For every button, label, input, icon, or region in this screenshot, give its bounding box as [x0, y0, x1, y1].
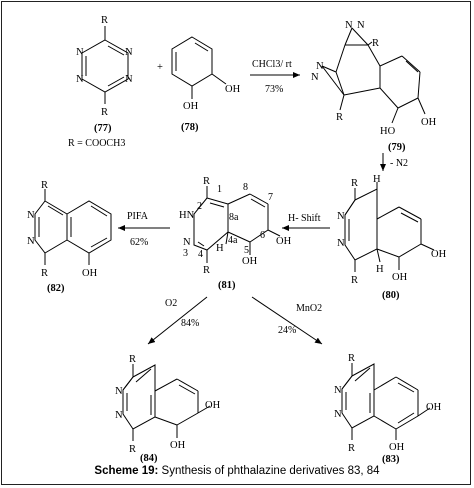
r-substituent: R — [41, 180, 48, 191]
compound-label: (83) — [382, 454, 400, 465]
amine-group: HN — [179, 210, 195, 221]
nitrogen-atom: N — [27, 236, 35, 247]
compound-label: (79) — [388, 142, 406, 153]
caption-text: Synthesis of phthalazine derivatives 83,… — [158, 465, 380, 477]
nitrogen-atom: N — [316, 61, 324, 72]
nitrogen-atom: N — [334, 385, 342, 396]
atom-locant: 4 — [198, 249, 203, 260]
r-substituent: R — [348, 443, 355, 454]
reagent-label: O2 — [165, 298, 177, 309]
compound-label: (81) — [218, 280, 236, 291]
yield-label: 62% — [130, 237, 148, 248]
reagent-label: MnO2 — [296, 303, 322, 314]
nitrogen-atom: N — [76, 74, 84, 85]
atom-locant: 7 — [268, 192, 273, 203]
compound-83: R N N R OH OH (83) — [334, 353, 442, 465]
r-substituent: R — [129, 444, 136, 455]
hydroxyl-group: OH — [421, 117, 437, 128]
atom-locant: 2 — [197, 201, 202, 212]
hydroxyl-group: OH — [431, 249, 447, 260]
reaction-arrow — [251, 296, 323, 345]
r-substituent: R — [203, 176, 210, 187]
hydrogen-atom: H — [373, 174, 381, 185]
plus-sign: + — [157, 62, 163, 73]
atom-locant: 3 — [183, 248, 188, 259]
r-substituent: R — [348, 353, 355, 364]
nitrogen-atom: N — [337, 238, 345, 249]
hydroxyl-group: OH — [183, 101, 199, 112]
hydroxyl-group: HO — [380, 126, 396, 137]
hydroxyl-group: OH — [170, 440, 186, 451]
r-substituent: R — [101, 15, 108, 26]
nitrogen-atom: N — [115, 410, 123, 421]
compound-label: (82) — [47, 283, 65, 294]
caption-prefix: Scheme 19: — [94, 465, 159, 477]
yield-label: 73% — [265, 84, 283, 95]
hydrogen-atom: H — [216, 243, 224, 254]
nitrogen-atom: N — [337, 211, 345, 222]
atom-locant: 5 — [244, 245, 249, 256]
hydroxyl-group: OH — [225, 84, 241, 95]
hydroxyl-group: OH — [205, 400, 221, 411]
nitrogen-atom: N — [76, 47, 84, 58]
compound-84: R N N R OH OH (84) — [115, 354, 221, 464]
compound-82: R N N R OH (82) — [27, 180, 112, 294]
r-substituent: R — [41, 268, 48, 279]
reagent-label: - N2 — [390, 158, 408, 169]
compound-label: (77) — [94, 123, 112, 134]
atom-locant: 1 — [217, 184, 222, 195]
hydroxyl-group: OH — [392, 272, 408, 283]
atom-locant: 6 — [260, 230, 265, 241]
atom-locant: 4a — [228, 235, 238, 246]
compound-80: R H N N R H OH OH (80) — [337, 174, 447, 301]
reaction-arrow — [147, 296, 208, 345]
hydroxyl-group: OH — [426, 402, 442, 413]
compound-label: (78) — [181, 122, 199, 133]
atom-locant: 8a — [229, 212, 239, 223]
r-substituent: R — [351, 178, 358, 189]
nitrogen-atom: N — [125, 47, 133, 58]
r-substituent: R — [351, 275, 358, 286]
atom-locant: 8 — [243, 182, 248, 193]
reagent-label: CHCl3/ rt — [252, 59, 292, 70]
hydroxyl-group: OH — [389, 442, 405, 453]
r-definition: R = COOCH3 — [68, 138, 125, 149]
hydroxyl-group: OH — [82, 268, 98, 279]
compound-79: N N N N R R HO OH (79) — [311, 20, 437, 153]
compound-label: (80) — [382, 290, 400, 301]
yield-label: 24% — [278, 325, 296, 336]
nitrogen-atom: N — [115, 386, 123, 397]
nitrogen-atom: N — [357, 20, 365, 31]
reagent-label: H- Shift — [288, 213, 321, 224]
hydroxyl-group: OH — [276, 236, 292, 247]
nitrogen-atom: N — [334, 409, 342, 420]
yield-label: 84% — [181, 318, 199, 329]
nitrogen-atom: N — [183, 237, 191, 248]
nitrogen-atom: N — [27, 210, 35, 221]
compound-78: OH OH (78) — [171, 36, 241, 133]
nitrogen-atom: N — [345, 20, 353, 31]
reagent-label: PIFA — [127, 211, 149, 222]
nitrogen-atom: N — [311, 72, 319, 83]
compound-81: R HN N R H OH OH 1 2 3 4 4a 5 6 7 8 8a (… — [179, 176, 292, 291]
compound-77: R R N N N N (77) R = COOCH3 — [68, 15, 133, 149]
r-substituent: R — [203, 265, 210, 276]
hydrogen-atom: H — [376, 264, 384, 275]
hydroxyl-group: OH — [242, 256, 258, 267]
r-substituent: R — [372, 38, 379, 49]
compound-label: (84) — [140, 453, 158, 464]
r-substituent: R — [101, 107, 108, 118]
r-substituent: R — [336, 112, 343, 123]
scheme-caption: Scheme 19: Synthesis of phthalazine deri… — [0, 465, 474, 477]
nitrogen-atom: N — [125, 74, 133, 85]
r-substituent: R — [129, 354, 136, 365]
